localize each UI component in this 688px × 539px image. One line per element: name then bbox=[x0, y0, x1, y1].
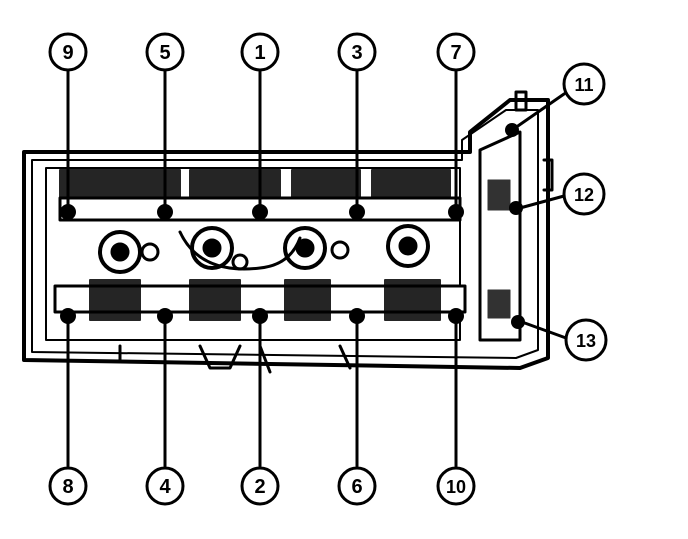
callout-2: 2 bbox=[240, 466, 280, 506]
callout-8: 8 bbox=[48, 466, 88, 506]
callout-6: 6 bbox=[337, 466, 377, 506]
callout-10: 10 bbox=[436, 466, 476, 506]
bolt-13 bbox=[511, 315, 525, 329]
callout-4: 4 bbox=[145, 466, 185, 506]
callout-label: 1 bbox=[254, 42, 265, 64]
bolt-8 bbox=[60, 308, 76, 324]
callout-label: 3 bbox=[351, 42, 362, 64]
callout-label: 8 bbox=[62, 476, 73, 498]
callout-5: 5 bbox=[145, 32, 185, 72]
callouts: 9 5 1 3 7 8 4 2 6 10 11 12 13 bbox=[48, 32, 608, 506]
callout-label: 10 bbox=[446, 477, 466, 497]
bolt-11 bbox=[505, 123, 519, 137]
bolt-2 bbox=[252, 308, 268, 324]
bolt-12 bbox=[509, 201, 523, 215]
cylinder-head-drawing bbox=[22, 90, 554, 374]
bolt-3 bbox=[349, 204, 365, 220]
bolt-6 bbox=[349, 308, 365, 324]
callout-label: 7 bbox=[450, 42, 461, 64]
bolt-4 bbox=[157, 308, 173, 324]
bolt-5 bbox=[157, 204, 173, 220]
callout-13: 13 bbox=[564, 318, 608, 362]
callout-9: 9 bbox=[48, 32, 88, 72]
callout-label: 12 bbox=[574, 185, 594, 205]
callout-7: 7 bbox=[436, 32, 476, 72]
callout-label: 9 bbox=[62, 42, 73, 64]
bolt-10 bbox=[448, 308, 464, 324]
callout-12: 12 bbox=[562, 172, 606, 216]
bolt-7 bbox=[448, 204, 464, 220]
callout-1: 1 bbox=[240, 32, 280, 72]
callout-label: 5 bbox=[159, 42, 170, 64]
bolt-heads bbox=[60, 123, 525, 329]
callout-label: 11 bbox=[574, 75, 593, 95]
leader-lines bbox=[66, 68, 568, 468]
bolt-1 bbox=[252, 204, 268, 220]
callout-label: 2 bbox=[254, 476, 265, 498]
callout-3: 3 bbox=[337, 32, 377, 72]
callout-label: 4 bbox=[159, 476, 171, 498]
callout-label: 6 bbox=[351, 476, 362, 498]
bolt-9 bbox=[60, 204, 76, 220]
callout-11: 11 bbox=[562, 62, 606, 106]
callout-label: 13 bbox=[576, 331, 596, 351]
